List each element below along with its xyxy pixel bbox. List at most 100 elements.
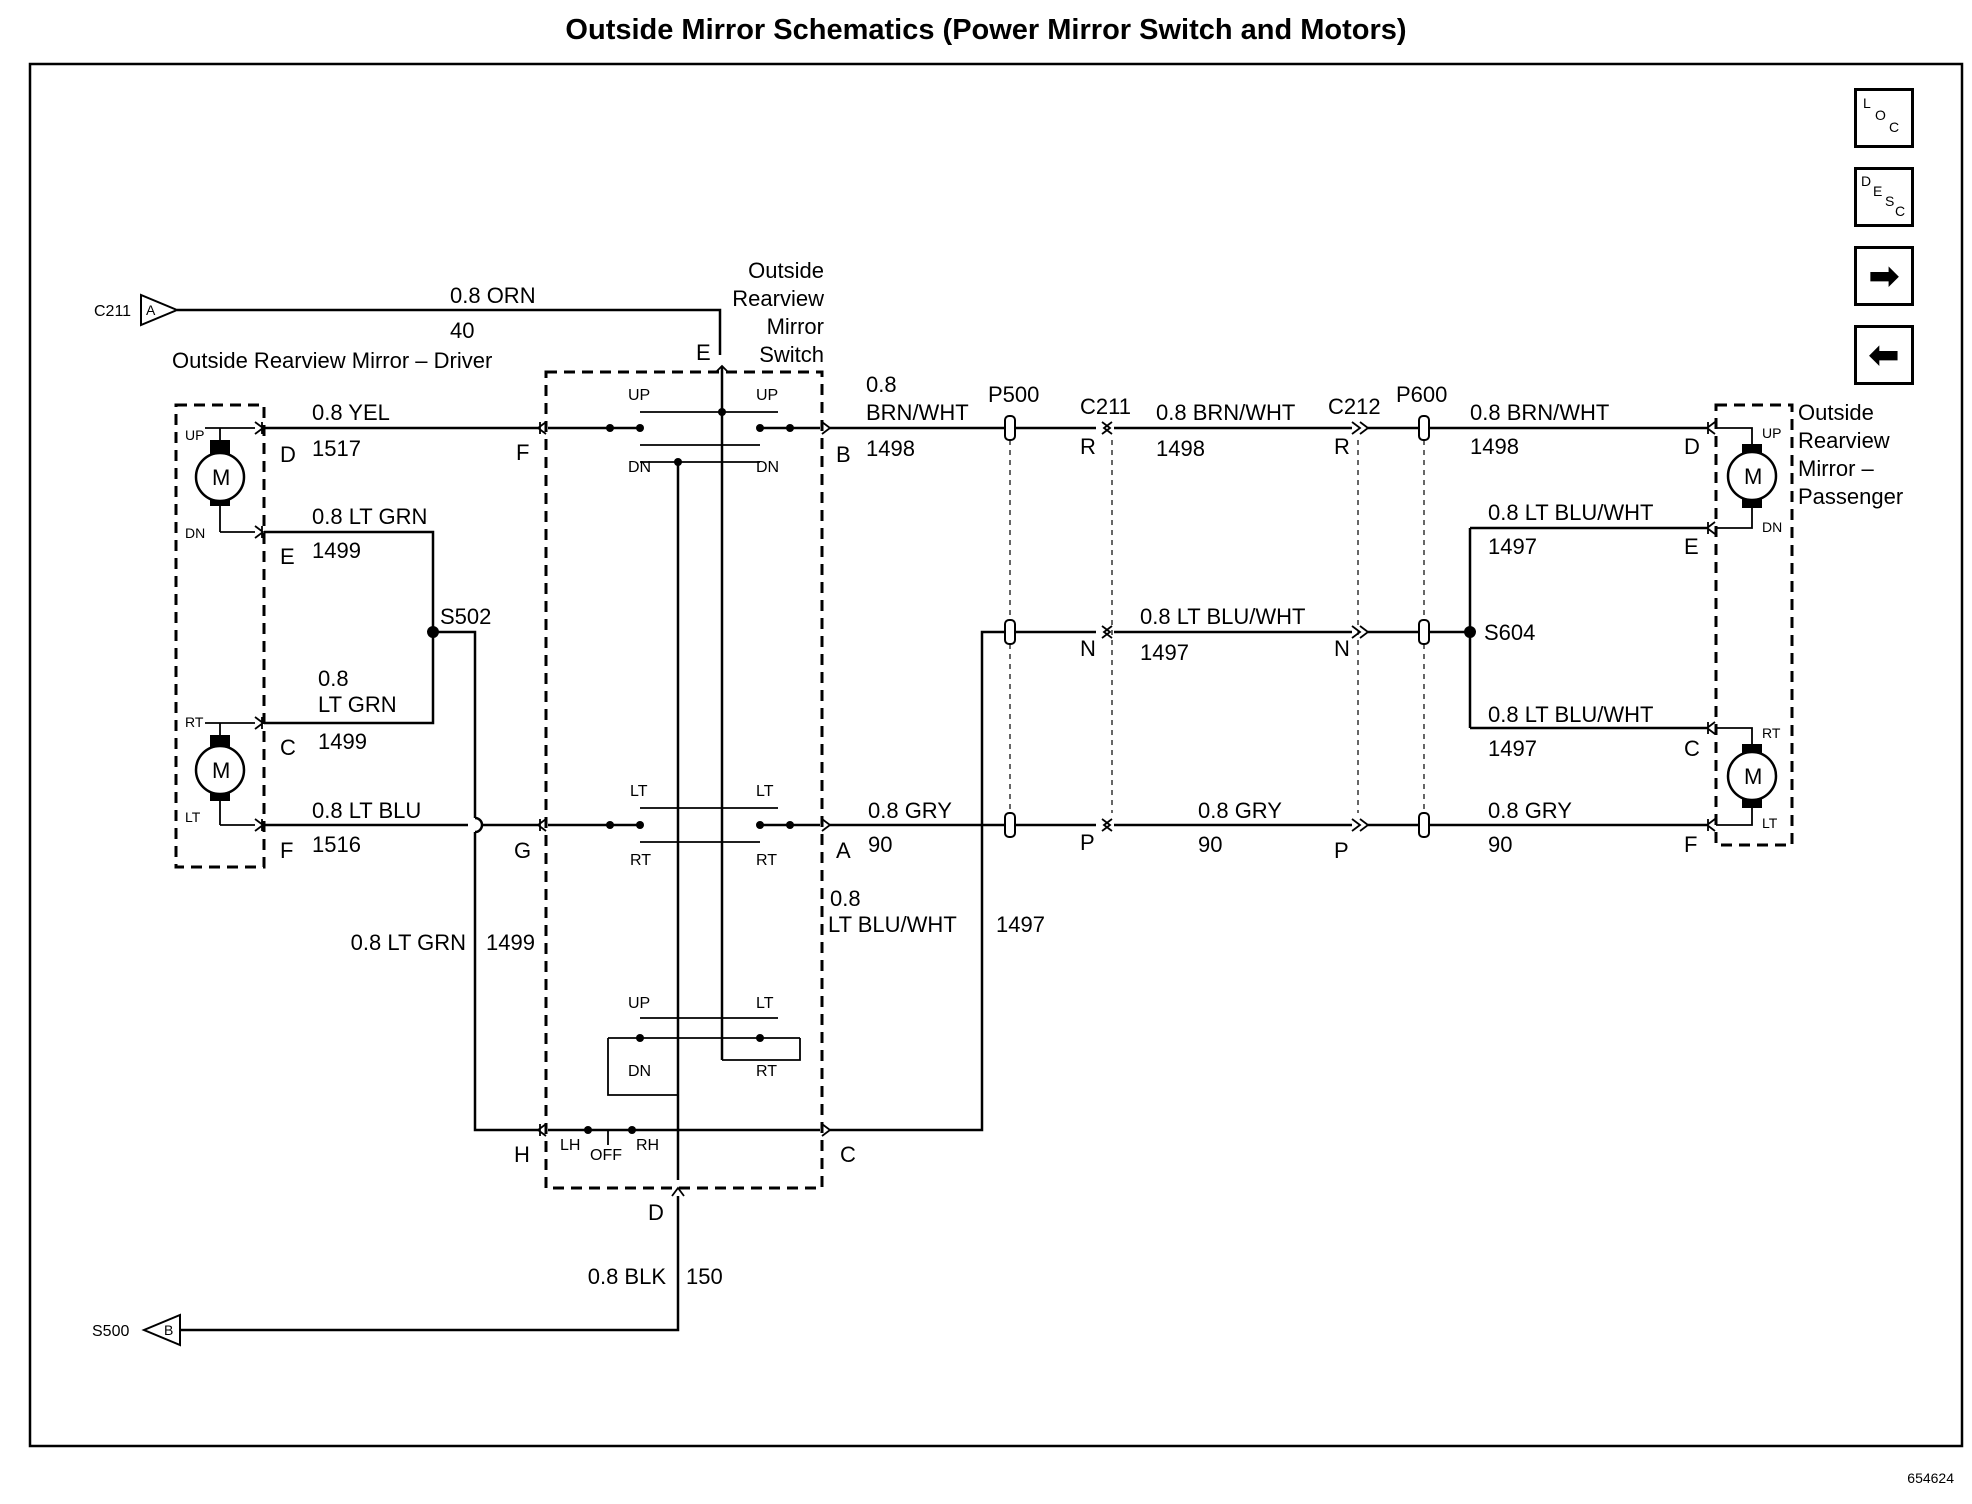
svg-text:UP: UP [756,387,778,404]
driver-mirror-housing [174,403,266,869]
svg-text:Mirror –: Mirror – [1798,456,1875,481]
svg-text:150: 150 [686,1264,723,1289]
svg-text:BRN/WHT: BRN/WHT [866,400,969,425]
svg-text:LT BLU/WHT: LT BLU/WHT [828,912,957,937]
driver-rtlt-motor: M RT LT [185,714,255,826]
desc-letter: C [1895,203,1906,219]
connector-c211: C211 R N P [1080,394,1131,855]
svg-text:1517: 1517 [312,436,361,461]
svg-text:DN: DN [185,525,205,541]
svg-text:1497: 1497 [1488,534,1537,559]
svg-text:1497: 1497 [1140,640,1189,665]
svg-text:RT: RT [185,714,204,730]
desc-letter: D [1861,173,1872,189]
svg-text:DN: DN [628,459,651,476]
svg-text:0.8 GRY: 0.8 GRY [1198,798,1282,823]
svg-text:P600: P600 [1396,382,1447,407]
svg-text:0.8: 0.8 [830,886,861,911]
loc-letter: L [1863,95,1871,111]
location-button[interactable]: L O C [1854,88,1914,148]
svg-text:D: D [1684,434,1700,459]
svg-text:P: P [1334,838,1349,863]
right-arrow-icon: ➡ [1868,255,1900,296]
svg-text:LT: LT [756,995,774,1012]
svg-text:0.8 BRN/WHT: 0.8 BRN/WHT [1156,400,1295,425]
svg-text:LH: LH [560,1137,580,1154]
svg-text:1499: 1499 [486,930,535,955]
svg-text:D: D [280,442,296,467]
svg-text:1498: 1498 [1156,436,1205,461]
diagram-frame [28,62,1964,1448]
back-button[interactable]: ⬅ [1854,325,1914,385]
svg-text:0.8 LT BLU/WHT: 0.8 LT BLU/WHT [1488,500,1653,525]
svg-text:1498: 1498 [1470,434,1519,459]
svg-text:1499: 1499 [312,538,361,563]
svg-text:0.8 LT BLU: 0.8 LT BLU [312,798,421,823]
svg-text:S500: S500 [92,1323,129,1340]
svg-text:DN: DN [1762,519,1782,535]
svg-text:0.8 GRY: 0.8 GRY [1488,798,1572,823]
description-button[interactable]: D E S C [1854,167,1914,227]
svg-text:E: E [696,340,711,365]
svg-text:Switch: Switch [759,342,824,367]
svg-text:UP: UP [628,995,650,1012]
svg-text:RT: RT [630,852,651,869]
svg-text:R: R [1334,434,1350,459]
svg-text:1497: 1497 [1488,736,1537,761]
loc-letter: O [1875,107,1886,123]
svg-text:H: H [514,1142,530,1167]
motor-icon [194,744,246,796]
driver-mirror: Outside Rearview Mirror – Driver [172,348,492,869]
mid-wires: 0.8 BRN/WHT 1498 0.8 GRY 90 0.8 LT BLU/W… [828,372,1707,1132]
svg-text:90: 90 [1488,832,1512,857]
forward-button[interactable]: ➡ [1854,246,1914,306]
svg-text:LT: LT [185,809,201,825]
svg-text:0.8 LT GRN: 0.8 LT GRN [312,504,427,529]
svg-text:Rearview: Rearview [1798,428,1890,453]
svg-text:M: M [1744,464,1762,489]
svg-text:E: E [1684,534,1699,559]
motor-icon [194,451,246,503]
mirror-switch: Outside Rearview Mirror Switch UP DN UP … [514,258,856,1225]
pass-through-p600: P600 [1396,382,1447,838]
svg-text:F: F [1684,832,1697,857]
driver-wires: 0.8 YEL 1517 0.8 LT GRN 1499 0.8 LT GRN … [264,400,538,1132]
svg-text:P500: P500 [988,382,1039,407]
driver-pins: D E C F [254,421,296,863]
svg-text:1499: 1499 [318,729,367,754]
svg-text:90: 90 [1198,832,1222,857]
svg-text:0.8 LT GRN: 0.8 LT GRN [351,930,466,955]
passenger-updn-motor: M UP DN [1716,425,1782,535]
svg-text:S604: S604 [1484,620,1535,645]
svg-text:0.8: 0.8 [866,372,897,397]
svg-text:M: M [212,758,230,783]
svg-text:0.8 YEL: 0.8 YEL [312,400,390,425]
svg-text:0.8 BRN/WHT: 0.8 BRN/WHT [1470,400,1609,425]
svg-text:A: A [836,838,851,863]
passenger-rtlt-motor: M RT LT [1716,725,1781,831]
svg-text:Passenger: Passenger [1798,484,1903,509]
svg-text:1498: 1498 [866,436,915,461]
motor-icon [1726,750,1778,802]
switch-housing [544,370,824,1190]
svg-text:S502: S502 [440,604,491,629]
svg-text:LT: LT [1762,815,1778,831]
desc-letter: E [1873,183,1883,199]
svg-text:0.8 LT BLU/WHT: 0.8 LT BLU/WHT [1488,702,1653,727]
loc-letter: C [1889,119,1900,135]
svg-text:UP: UP [1762,425,1781,441]
svg-text:1516: 1516 [312,832,361,857]
svg-text:DN: DN [628,1063,651,1080]
svg-text:RT: RT [756,852,777,869]
left-arrow-icon: ⬅ [1868,334,1900,375]
ground-circuit: 0.8 BLK 150 B S500 [92,1186,723,1347]
svg-text:C: C [1684,736,1700,761]
svg-text:Rearview: Rearview [732,286,824,311]
driver-mirror-label: Outside Rearview Mirror – Driver [172,348,492,373]
svg-text:R: R [1080,434,1096,459]
svg-text:D: D [648,1200,664,1225]
svg-text:M: M [1744,764,1762,789]
svg-text:C: C [280,735,296,760]
svg-text:0.8 LT BLU/WHT: 0.8 LT BLU/WHT [1140,604,1305,629]
svg-text:B: B [164,1322,173,1338]
